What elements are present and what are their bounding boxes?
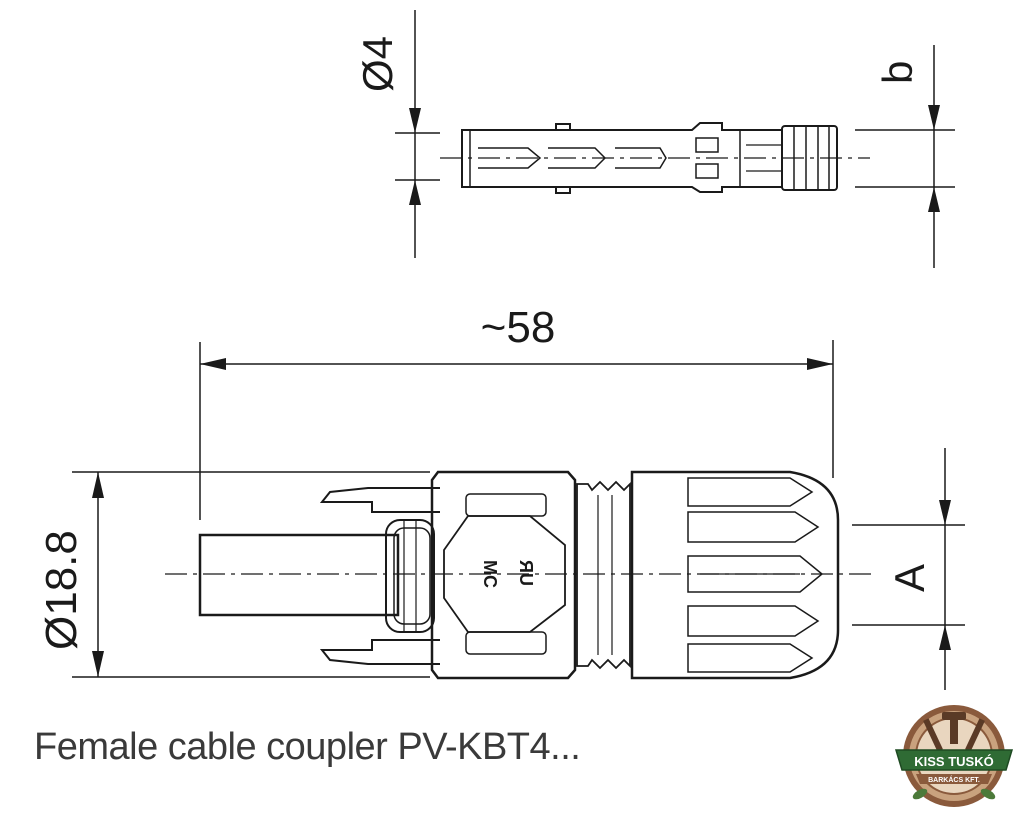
coupler-body-view bbox=[72, 340, 965, 690]
cable-side-label: A bbox=[886, 564, 933, 592]
tools-icon bbox=[923, 712, 985, 752]
pin-side-label: b bbox=[874, 61, 921, 84]
logo-subtitle: BARKÁCS KFT. bbox=[928, 775, 980, 784]
leaf-icon bbox=[912, 788, 996, 800]
contact-pin-view bbox=[395, 10, 955, 268]
company-logo: KISS TUSKÓ BARKÁCS KFT. bbox=[894, 705, 1014, 807]
brand-marking: MC bbox=[480, 560, 500, 588]
drawing-caption: Female cable coupler PV-KBT4... bbox=[34, 726, 581, 768]
logo-name: KISS TUSKÓ bbox=[914, 754, 993, 769]
body-diameter-label: Ø18.8 bbox=[37, 530, 86, 650]
overall-length-label: ~58 bbox=[481, 303, 556, 352]
pin-diameter-label: Ø4 bbox=[354, 36, 401, 92]
cert-marking: ЯU bbox=[516, 560, 536, 586]
